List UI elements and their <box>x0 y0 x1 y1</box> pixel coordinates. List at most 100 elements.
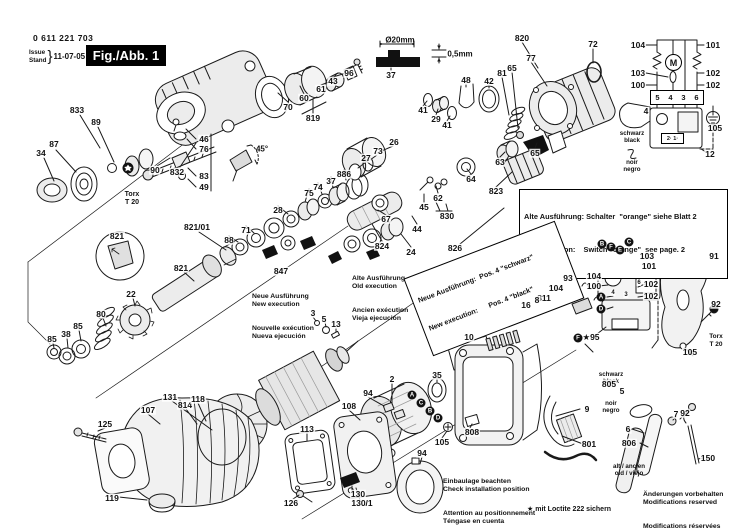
terminal-4: 4 <box>668 93 673 102</box>
part-number-label: 44 <box>411 223 423 234</box>
part-number-label: 824 <box>373 240 391 251</box>
part-number-label: 85 <box>46 333 58 344</box>
part-number-label: 85 <box>72 320 84 331</box>
part-number-label: 26 <box>388 136 400 147</box>
part-number-label: 60 <box>298 92 310 103</box>
part-number-label: 65 <box>529 147 541 158</box>
part-number-label: 102 <box>642 278 660 289</box>
part-number-label: 42 <box>483 75 495 86</box>
part-number-label: 100 <box>585 280 603 291</box>
part-number-label: 8 <box>533 294 541 305</box>
part-number-label: 75 <box>303 187 315 198</box>
part-number-label: ★95 <box>581 331 601 342</box>
part-number-label: 820 <box>513 32 531 43</box>
wire-terminal-letter-badge: E <box>615 245 625 255</box>
part-number-label: 10 <box>463 331 475 342</box>
part-number-label: 811 <box>536 292 552 303</box>
part-number-label: 100 <box>629 79 647 90</box>
part-number-label: 48 <box>460 74 472 85</box>
part-number-label: 806 <box>620 437 638 448</box>
part-number-label: 63 <box>494 156 506 167</box>
part-number-label: 102 <box>642 290 660 301</box>
part-number-label: 6 <box>624 423 632 434</box>
figure-title-badge: Fig./Abb. 1 <box>86 45 166 66</box>
part-number-label: 130/1 <box>350 497 374 508</box>
part-number-label: 35 <box>431 369 443 380</box>
part-number-label: 808 <box>463 426 481 437</box>
part-number-label: 27 <box>360 152 372 163</box>
part-number-label: 131 <box>161 391 179 402</box>
part-number-label: 80 <box>95 308 107 319</box>
wire-terminal-letter-badge: C <box>624 237 634 247</box>
part-number-label: 81 <box>496 67 508 78</box>
terminal-5: 5 <box>655 93 660 102</box>
part-number-label: 90 <box>149 164 161 175</box>
brace-glyph: } <box>47 48 53 65</box>
part-number-label: 70 <box>282 101 294 112</box>
part-number-label: 108 <box>340 400 358 411</box>
terminal-strip: 5 4 3 6 <box>650 90 704 105</box>
part-number-label: 12 <box>704 148 716 159</box>
part-number-label: 832 <box>168 166 186 177</box>
part-number-label: 119 <box>104 492 120 503</box>
wire-terminal-letter-badge: A <box>407 390 417 400</box>
part-number-label: 73 <box>372 145 384 156</box>
motor-symbol-icon: M <box>665 54 682 71</box>
part-number-label: 71 <box>240 224 252 235</box>
part-number-label: 847 <box>272 265 290 276</box>
part-number-label: 2 <box>388 373 396 384</box>
part-number-label: 104 <box>547 282 565 293</box>
part-number-label: 5 <box>618 385 626 396</box>
part-number-label: 102 <box>704 67 722 78</box>
wire-terminal-letter-badge: C <box>416 398 426 408</box>
issue-date: 11-07-05 <box>53 52 86 61</box>
part-number-label: 64 <box>465 173 477 184</box>
part-number-label: 103 <box>629 67 647 78</box>
part-number-label: 38 <box>60 328 72 339</box>
part-number-label: 61 <box>315 83 327 94</box>
part-number-label: 74 <box>312 181 324 192</box>
part-number-label: 102 <box>704 79 722 90</box>
thickness-dimension: 0,5mm <box>447 49 473 59</box>
part-number-label: 93 <box>562 272 574 283</box>
part-number-label: 104 <box>629 39 647 50</box>
old-execution-line-de: Alte Ausführung: Schalter "orange" siehe… <box>524 212 697 222</box>
part-number-label: 22 <box>125 288 137 299</box>
terminal-6: 6 <box>694 93 699 102</box>
part-number-label: 105 <box>681 346 699 357</box>
part-number-label: 65 <box>506 62 518 73</box>
part-number-label: 126 <box>282 497 300 508</box>
part-number-label: 125 <box>96 418 114 429</box>
part-number-label: 104 <box>585 270 603 281</box>
part-number-label: 46 <box>198 133 210 144</box>
part-number-label: 13 <box>330 318 342 329</box>
part-number-label: 113 <box>299 423 315 434</box>
part-number-label: 4 <box>610 290 616 296</box>
issue-label-de: Stand <box>29 56 47 64</box>
part-number-label: 94 <box>416 447 428 458</box>
diameter-dimension: Ø20mm <box>385 35 415 45</box>
part-number-label: 96 <box>343 67 355 78</box>
part-number-label: 130 <box>349 488 367 499</box>
part-number-label: 833 <box>68 104 86 115</box>
issue-date-block: Issue Stand } 11-07-05 <box>29 48 85 65</box>
part-number-label: 16 <box>520 299 532 310</box>
part-number-label: 24 <box>405 246 417 257</box>
part-number-label: 37 <box>385 69 397 80</box>
part-number-label: 6 <box>636 280 642 286</box>
part-number-label: 92 <box>679 407 691 418</box>
part-number-label: 105 <box>433 436 451 447</box>
part-number-label: 49 <box>198 181 210 192</box>
part-number-label: 821/01 <box>183 221 211 232</box>
angle-dimension: 45° <box>255 144 269 154</box>
part-number-label: 76 <box>198 143 210 154</box>
part-number-label: 814 <box>176 399 194 410</box>
part-number-label: 103 <box>638 250 656 261</box>
